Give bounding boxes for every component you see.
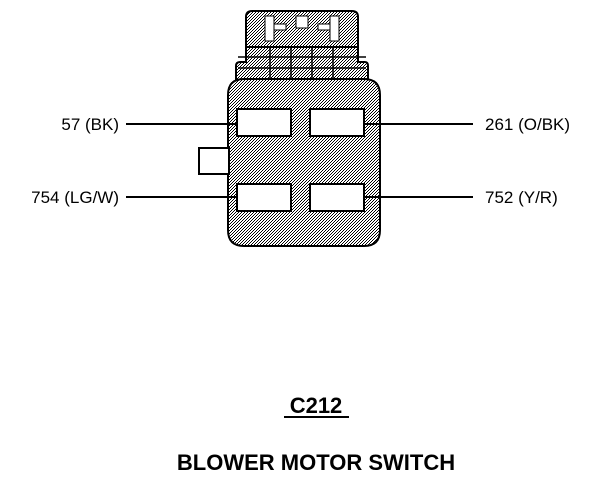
pin-label-top-right: 261 (O/BK) bbox=[485, 115, 570, 134]
cavity-top-left bbox=[236, 108, 292, 137]
cavity-top-right bbox=[309, 108, 365, 137]
connector-id: C212 bbox=[290, 393, 343, 418]
connector-side-key bbox=[198, 147, 230, 175]
cavity-bottom-left bbox=[236, 183, 292, 212]
pin-label-top-left: 57 (BK) bbox=[61, 115, 119, 134]
pin-label-bottom-left: 754 (LG/W) bbox=[31, 188, 119, 207]
connector-locking-tab bbox=[235, 10, 369, 83]
pin-label-bottom-right: 752 (Y/R) bbox=[485, 188, 558, 207]
cavity-bottom-right bbox=[309, 183, 365, 212]
component-name: BLOWER MOTOR SWITCH bbox=[177, 450, 455, 475]
connector-body bbox=[227, 78, 381, 247]
